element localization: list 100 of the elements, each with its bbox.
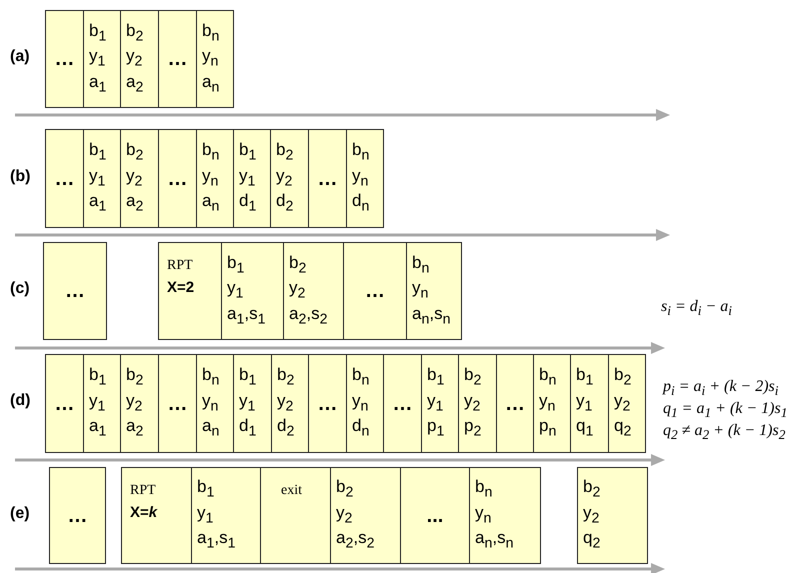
cell-text: b$_{n}$: [352, 365, 370, 391]
cell-text: a$_{1}$: [89, 191, 106, 217]
memory-cell: [158, 10, 197, 108]
memory-cell: [221, 242, 284, 340]
cell-text: y$_{1}$: [89, 46, 106, 72]
ellipsis: …: [68, 506, 88, 526]
memory-cell: [43, 242, 107, 340]
cell-text: y$_{2}$: [464, 390, 480, 416]
cell-text: b$_{n}$: [202, 20, 220, 46]
memory-cell: [233, 354, 272, 453]
panel-label: (a): [10, 48, 30, 66]
memory-cell: [120, 10, 159, 108]
memory-cell: [120, 354, 159, 453]
cell-text: b$_{1}$: [89, 365, 106, 391]
equation: q$_{2}$ ≠ a$_{2}$ + (k − 1)s$_{2}$: [663, 422, 786, 444]
cell-text: b$_{n}$: [202, 365, 220, 391]
memory-cell: [308, 129, 347, 228]
memory-cell: [270, 129, 309, 228]
cell-text: d$_{n}$: [352, 191, 370, 217]
cell-text: q$_{2}$: [583, 528, 600, 554]
cell-text: y$_{n}$: [202, 166, 218, 192]
cell-text: b$_{2}$: [464, 365, 482, 391]
cell-text: y$_{2}$: [583, 502, 600, 528]
panel-label: (e): [10, 505, 30, 523]
cell-text: y$_{2}$: [336, 502, 352, 528]
cell-text: y$_{n}$: [352, 166, 368, 192]
cell-text: y$_{2}$: [126, 46, 142, 72]
cell-text: b$_{2}$: [289, 252, 306, 278]
memory-cell: [577, 467, 648, 564]
ellipsis: …: [168, 49, 188, 69]
memory-cell: [191, 467, 261, 564]
memory-cell: [196, 354, 234, 453]
memory-cell: [120, 129, 159, 228]
cell-text: b$_{1}$: [576, 365, 594, 391]
memory-cell: [496, 354, 534, 453]
cell-text: b$_{n}$: [352, 140, 370, 166]
cell-text: b$_{1}$: [89, 20, 106, 46]
memory-cell: [83, 129, 121, 228]
cell-text: b$_{1}$: [197, 477, 214, 503]
cell-text: y$_{n}$: [352, 390, 368, 416]
cell-text: a$_{2}$,s$_{2}$: [336, 528, 374, 554]
cell-text: b$_{1}$: [427, 365, 444, 391]
cell-text: X=k: [130, 503, 158, 523]
ellipsis: …: [54, 49, 74, 69]
memory-cell: [346, 354, 384, 453]
memory-cell: [196, 10, 234, 108]
cell-text: RPT: [130, 482, 156, 500]
memory-cell: [570, 354, 609, 453]
cell-text: p$_{n}$: [539, 416, 556, 442]
cell-text: X=2: [167, 278, 194, 298]
cell-text: a$_{n}$,s$_{n}$: [475, 528, 514, 554]
cell-text: b$_{1}$: [239, 365, 256, 391]
memory-cell: [158, 129, 197, 228]
cell-text: y$_{1}$: [427, 390, 444, 416]
cell-text: a$_{n}$: [202, 191, 220, 217]
cell-text: b$_{2}$: [277, 365, 294, 391]
cell-text: y$_{2}$: [289, 278, 306, 304]
cell-text: b$_{n}$: [475, 477, 492, 503]
memory-cell: [283, 242, 344, 340]
cell-text: y$_{n}$: [202, 46, 218, 72]
memory-cell: [608, 354, 646, 453]
memory-cell: [421, 354, 459, 453]
ellipsis: …: [168, 168, 188, 188]
ellipsis: …: [505, 394, 525, 414]
ellipsis: …: [65, 281, 85, 301]
cell-text: y$_{1}$: [576, 390, 592, 416]
cell-text: y$_{n}$: [475, 502, 492, 528]
cell-text: b$_{2}$: [126, 365, 144, 391]
memory-cell: [330, 467, 401, 564]
cell-text: y$_{1}$: [197, 502, 214, 528]
cell-text: b$_{n}$: [539, 365, 556, 391]
ellipsis: ...: [426, 506, 444, 526]
memory-cell: [308, 354, 347, 453]
cell-text: d$_{2}$: [277, 416, 294, 442]
cell-text: b$_{n}$: [202, 140, 220, 166]
cell-text: y$_{n}$: [202, 390, 218, 416]
memory-cell: [458, 354, 497, 453]
cell-text: y$_{2}$: [126, 390, 142, 416]
cell-text: y$_{1}$: [227, 278, 244, 304]
cell-text: a$_{n}$: [202, 416, 220, 442]
cell-text: y$_{n}$: [539, 390, 556, 416]
cell-text: y$_{n}$: [412, 278, 428, 304]
memory-cell: [83, 10, 121, 108]
memory-cell: [469, 467, 541, 564]
cell-text: b$_{1}$: [227, 252, 244, 278]
cell-text: d$_{1}$: [239, 416, 256, 442]
cell-text: y$_{2}$: [277, 390, 294, 416]
memory-cell: [83, 354, 121, 453]
cell-text: d$_{n}$: [352, 416, 370, 442]
cell-text: b$_{2}$: [614, 365, 632, 391]
memory-cell: [45, 354, 84, 453]
memory-cell: [383, 354, 422, 453]
ellipsis: …: [54, 168, 74, 188]
cell-text: a$_{2}$,s$_{2}$: [289, 304, 328, 330]
memory-cell: [45, 129, 84, 228]
memory-cell: [406, 242, 462, 340]
memory-cell: [121, 467, 192, 564]
cell-text: y$_{1}$: [239, 390, 256, 416]
ellipsis: …: [318, 394, 338, 414]
memory-cell: [533, 354, 571, 453]
